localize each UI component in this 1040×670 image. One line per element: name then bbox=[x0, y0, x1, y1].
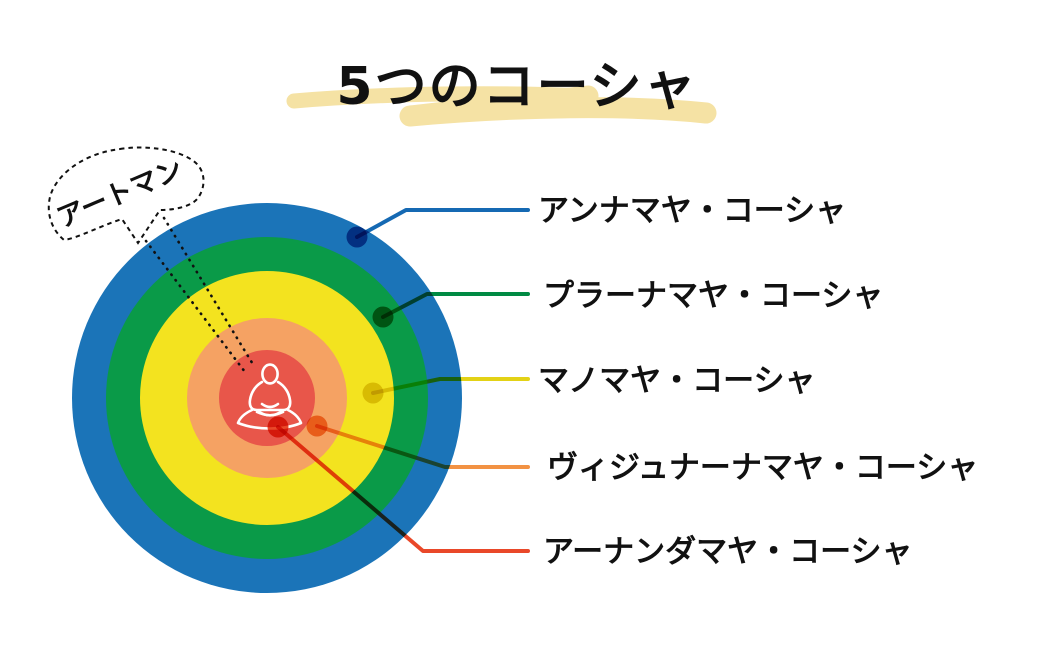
connector-annamaya bbox=[355, 208, 530, 239]
atman-pointer-line-1 bbox=[144, 239, 247, 374]
ring-anandamaya-kosha bbox=[219, 350, 315, 446]
connector-manomaya bbox=[371, 377, 530, 395]
label-manomaya-kosha: マノマヤ・コーシャ bbox=[538, 363, 815, 399]
atman-pointer-line-2 bbox=[162, 216, 256, 368]
title-highlight bbox=[286, 85, 717, 127]
connector-dot-pranamaya bbox=[372, 306, 394, 328]
atman-bubble-outline bbox=[47, 146, 205, 245]
connector-vijnanamaya bbox=[315, 424, 530, 469]
label-pranamaya-kosha: プラーナマヤ・コーシャ bbox=[543, 278, 883, 314]
connector-dot-vijnanamaya bbox=[306, 415, 328, 437]
label-vijnanamaya-kosha: ヴィジュナーナマヤ・コーシャ bbox=[547, 450, 978, 486]
label-anandamaya-kosha: アーナンダマヤ・コーシャ bbox=[543, 534, 913, 570]
connector-dot-anandamaya bbox=[267, 416, 289, 438]
kosha-connectors bbox=[267, 208, 530, 553]
connector-anandamaya bbox=[276, 425, 530, 553]
kosha-labels: アンナマヤ・コーシャ プラーナマヤ・コーシャ マノマヤ・コーシャ ヴィジュナーナ… bbox=[538, 193, 978, 570]
connector-dot-manomaya bbox=[362, 382, 384, 404]
kosha-rings bbox=[72, 203, 462, 593]
label-annamaya-kosha: アンナマヤ・コーシャ bbox=[538, 193, 846, 229]
connector-dot-annamaya bbox=[346, 226, 368, 248]
page-title: 5つのコーシャ bbox=[336, 57, 697, 117]
meditating-person-icon bbox=[236, 363, 303, 430]
connector-pranamaya bbox=[381, 292, 530, 319]
